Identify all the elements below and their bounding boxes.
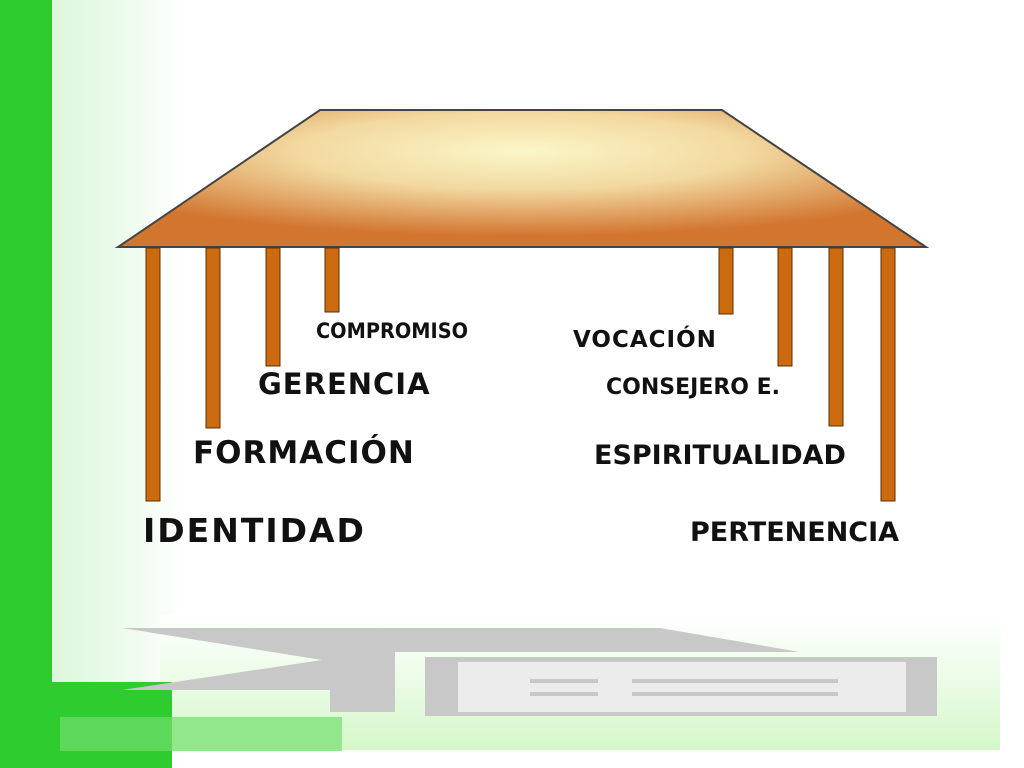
pillar-gerencia (265, 247, 281, 367)
label-espiritualidad: ESPIRITUALIDAD (594, 440, 846, 471)
label-gerencia: GERENCIA (258, 367, 431, 401)
pillar-identidad (145, 247, 161, 502)
left-green-bar (0, 0, 52, 768)
label-formacion: FORMACIÓN (193, 435, 415, 471)
label-compromiso: COMPROMISO (316, 319, 469, 343)
label-vocacion: VOCACIÓN (573, 327, 717, 353)
scroll-line (530, 679, 598, 683)
label-identidad: IDENTIDAD (143, 511, 366, 550)
scroll-line (632, 692, 838, 696)
pillar-consejero (777, 247, 793, 367)
pillar-formacion (205, 247, 221, 429)
label-pertenencia: PERTENENCIA (690, 517, 900, 548)
pillar-espiritualidad (828, 247, 844, 427)
scroll-line (530, 692, 598, 696)
label-consejero: CONSEJERO E. (606, 375, 781, 400)
pillar-pertenencia (880, 247, 896, 502)
scroll-decoration (122, 628, 937, 716)
bottom-mid-green-bar (60, 717, 172, 751)
scroll-line (632, 679, 838, 683)
pillar-vocacion (718, 247, 734, 315)
pillar-compromiso (324, 247, 340, 313)
roof (114, 109, 930, 248)
